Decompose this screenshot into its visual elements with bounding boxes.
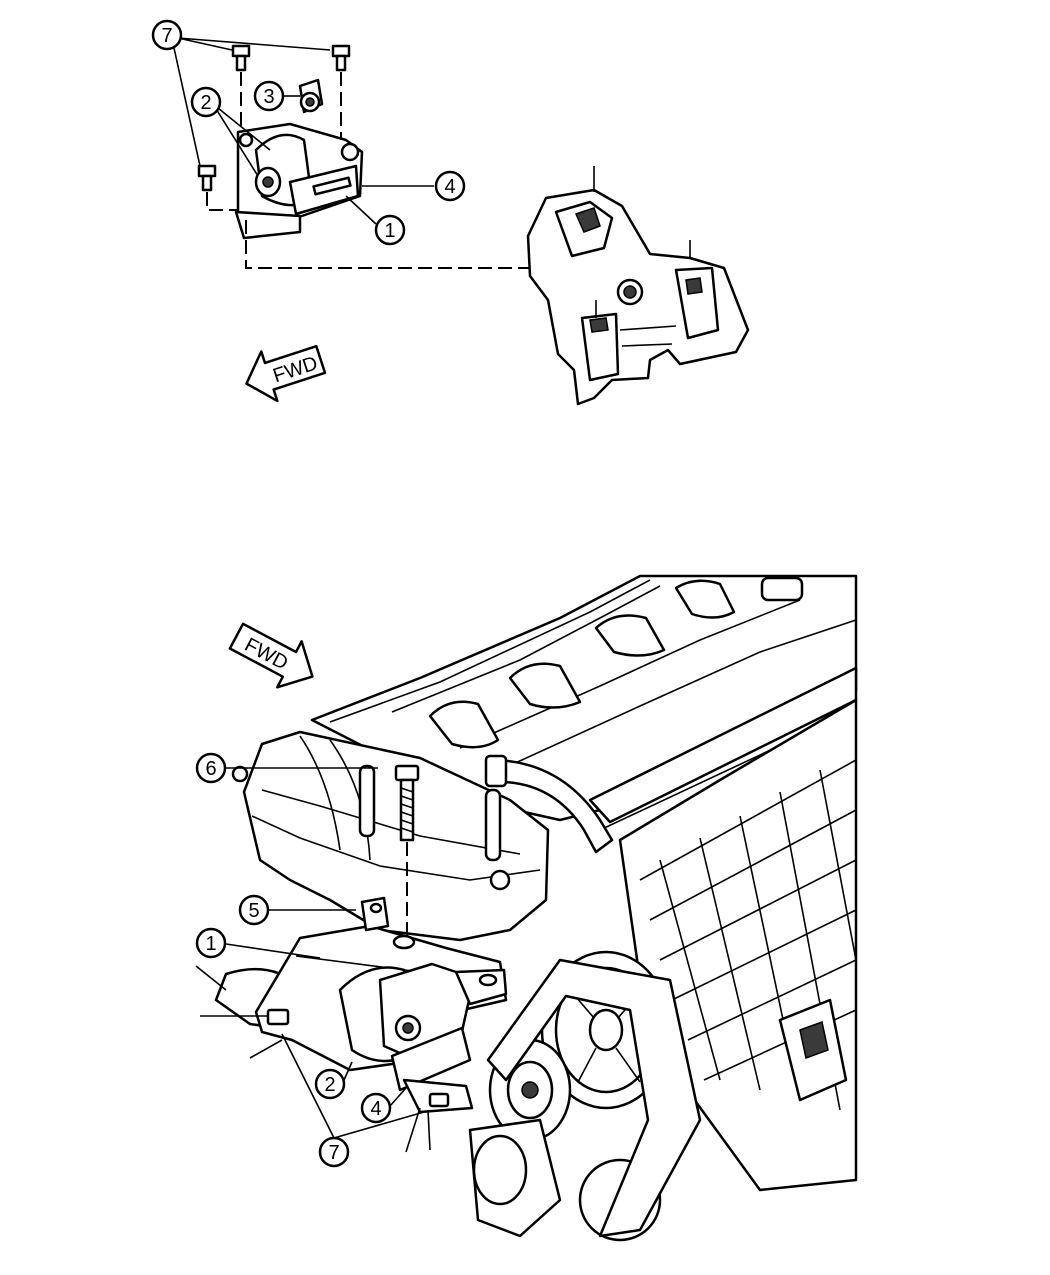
- callout-2-top: 2: [190, 86, 222, 118]
- callout-7-top: 7: [151, 19, 183, 51]
- callout-7-bottom: 7: [318, 1136, 350, 1168]
- engine-mount-assembly: [234, 122, 364, 240]
- svg-text:4: 4: [444, 176, 455, 198]
- callout-1-top: 1: [374, 214, 406, 246]
- svg-text:5: 5: [248, 900, 259, 922]
- callout-4-top: 4: [434, 170, 466, 202]
- fwd-arrow-icon: FWD: [245, 344, 327, 403]
- bolt-path-side-left: [206, 192, 250, 211]
- installed-engine-mount: [214, 896, 508, 1114]
- engine-bracket: [526, 166, 750, 406]
- svg-text:1: 1: [384, 220, 395, 242]
- bolt-item-6: [394, 764, 420, 940]
- mount-locator-path: [245, 220, 530, 269]
- callout-6-bottom: 6: [195, 752, 227, 784]
- valve-cover: [310, 574, 858, 831]
- bushing-part: [298, 78, 324, 114]
- callout-1-bottom: 1: [195, 927, 227, 959]
- svg-text:4: 4: [370, 1098, 381, 1120]
- callout-2-bottom: 2: [314, 1068, 346, 1100]
- bolt-top-right: [331, 44, 351, 72]
- svg-text:7: 7: [161, 25, 172, 47]
- fwd-arrow-icon: FWD: [228, 622, 314, 689]
- callout-4-bottom: 4: [360, 1092, 392, 1124]
- svg-text:3: 3: [263, 86, 274, 108]
- svg-text:6: 6: [205, 758, 216, 780]
- svg-text:2: 2: [200, 92, 211, 114]
- svg-text:1: 1: [205, 933, 216, 955]
- svg-text:7: 7: [328, 1142, 339, 1164]
- bolt-side-left: [197, 164, 217, 192]
- breather-hose: [484, 754, 614, 854]
- bottom-installed-view: FWD: [195, 574, 858, 1242]
- svg-text:2: 2: [324, 1074, 335, 1096]
- drive-belt: [486, 958, 702, 1238]
- callout-5-bottom: 5: [238, 894, 270, 926]
- top-exploded-view: FWD 7 3 2 4 1: [151, 19, 750, 406]
- bolt-top-left: [231, 44, 251, 72]
- callout-3-top: 3: [253, 80, 285, 112]
- intake-plenum: [231, 730, 550, 942]
